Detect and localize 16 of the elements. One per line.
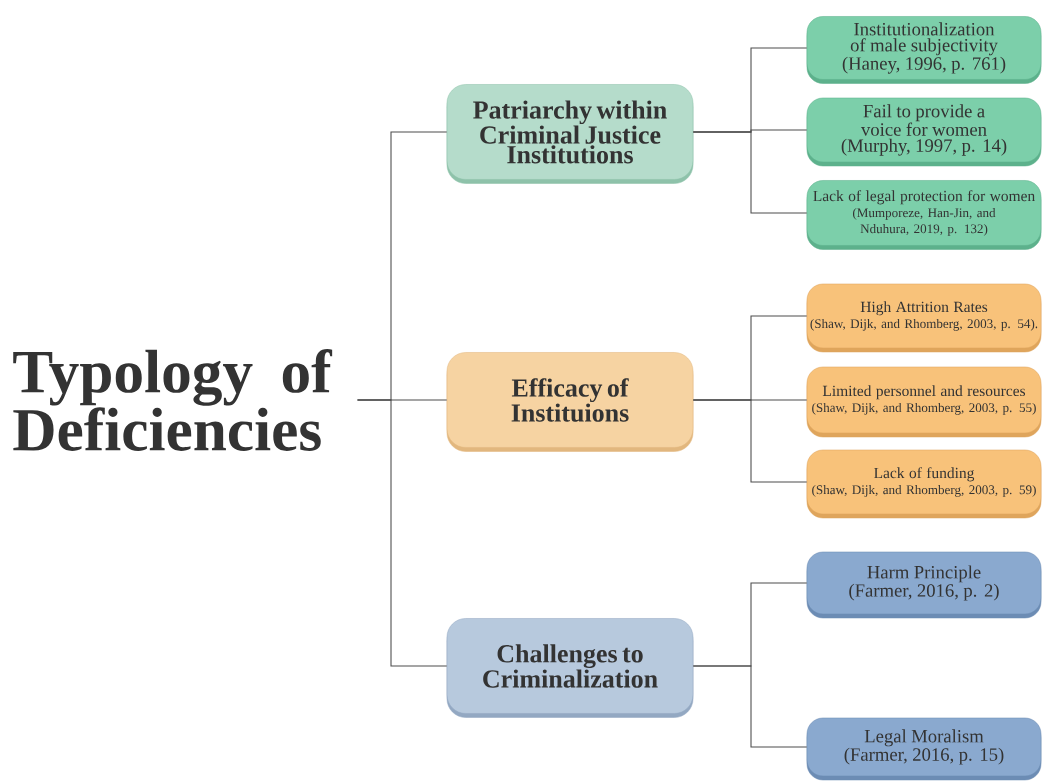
category-box: Patriarchy within Criminal Justice Institutions [446, 84, 694, 184]
leaf-box: Lack of funding (Shaw, Dijk, and Rhomberg, 2003, p. 59) [806, 449, 1042, 519]
leaf-box: Limited personnel and resources (Shaw, Dijk, and Rhomberg, 2003, p. 55) [806, 366, 1042, 438]
leaf-box: High Attrition Rates (Shaw, Dijk, and Rhomberg, 2003, p. 54). [806, 283, 1042, 353]
leaf-box: Harm Principle (Farmer, 2016, p. 2) [806, 551, 1042, 619]
connector-line [357, 399, 448, 667]
connector-line [692, 399, 808, 483]
connector-line [692, 665, 808, 748]
leaf-box: Fail to provide a voice for women (Murphy, 1997, p. 14) [806, 97, 1042, 167]
title-text: Typology of Deficiencies [13, 349, 333, 451]
leaf-box: Legal Moralism (Farmer, 2016, p. 15) [806, 717, 1042, 781]
leaf-box: Institutionalization of male subjectivity (Haney, 1996, p. 761) [806, 16, 1042, 84]
connector-line [692, 131, 808, 214]
category-box: Efficacy of Instituions [446, 352, 694, 452]
leaf-box: Lack of legal protection for women (Mumporeze, Han-Jin, and Nduhura, 2019, p. 132) [806, 180, 1042, 250]
category-box: Challenges to Criminalization [446, 618, 694, 718]
